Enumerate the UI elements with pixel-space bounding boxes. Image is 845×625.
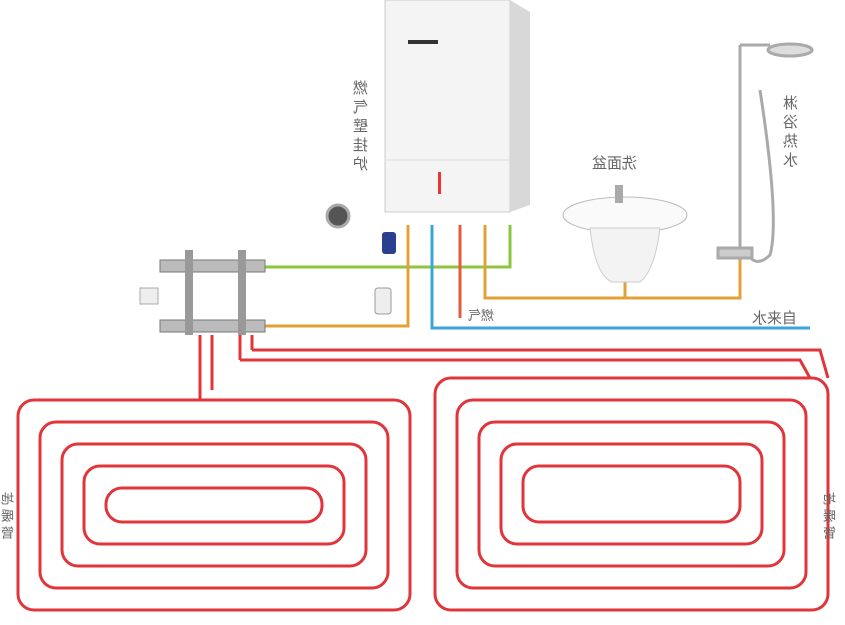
heating-loop — [521, 464, 742, 524]
heating-loop — [104, 486, 324, 524]
heating-loop — [433, 376, 830, 612]
additive-bottle — [374, 287, 392, 315]
heating-loop — [38, 420, 390, 590]
manifold — [139, 250, 266, 335]
floor-heating-loops — [16, 335, 830, 612]
basin-label: 洗面盆 — [592, 154, 638, 172]
filter — [382, 232, 396, 254]
heating-loop — [477, 420, 786, 568]
wash-basin — [562, 185, 688, 283]
heating-loop — [16, 398, 412, 612]
thermostat — [325, 203, 351, 229]
wall-boiler — [384, 0, 530, 213]
orange-return-pipe — [265, 225, 410, 328]
loop-feed-pipe — [252, 348, 830, 379]
heating-loop — [455, 398, 808, 590]
shower-label: 淋浴热水 — [782, 95, 800, 171]
tap-water-label: 自来水 — [752, 309, 798, 327]
heating-loop — [60, 442, 368, 568]
cold-water-pipe — [430, 225, 810, 330]
hot-water-pipe — [483, 225, 742, 300]
boiler-label: 燃气壁挂炉 — [352, 80, 370, 175]
floor-pipe-left-label: 地暖管 — [2, 492, 17, 543]
loop-feed-pipe — [240, 358, 812, 379]
heating-loop — [499, 442, 764, 546]
green-supply-pipe — [265, 225, 512, 269]
gas-label: 燃气 — [468, 309, 495, 324]
heating-loop — [82, 464, 346, 546]
shower-set — [716, 42, 814, 263]
floor-pipe-right-label: 地暖管 — [824, 492, 839, 543]
